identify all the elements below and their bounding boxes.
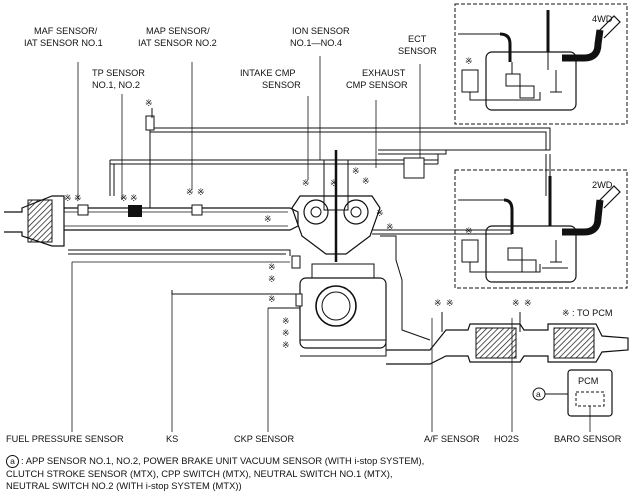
exhaust-cmp-star-1: ※ bbox=[352, 166, 360, 176]
pcm-label: PCM bbox=[578, 376, 598, 386]
legend-star: ※ bbox=[562, 308, 570, 318]
engine-block bbox=[291, 150, 431, 357]
engine-sensor-stars: ※ ※ ※ ※ ※ ※ ※ ※ ※ ※ ※ ※ ※ bbox=[264, 166, 394, 350]
pcm-star-4wd: ※ bbox=[465, 56, 473, 66]
footnote: a: APP SENSOR NO.1, NO.2, POWER BRAKE UN… bbox=[6, 455, 628, 491]
label-ect-1: ECT bbox=[408, 34, 427, 44]
star-vacuum: ※ bbox=[145, 98, 153, 108]
footnote-line-3: NEUTRAL SWITCH NO.2 (WITH i-stop SYSTEM … bbox=[6, 479, 242, 491]
ho2s-star-2: ※ bbox=[524, 298, 532, 308]
label-ckp: CKP SENSOR bbox=[234, 434, 294, 444]
ckp-star-1: ※ bbox=[268, 294, 276, 304]
footnote-line-2: CLUTCH STROKE SENSOR (MTX), CPP SWITCH (… bbox=[6, 468, 393, 479]
fuel-star-1: ※ bbox=[264, 214, 272, 224]
af-star-2: ※ bbox=[446, 298, 454, 308]
ect-star-2: ※ bbox=[386, 222, 394, 232]
tp-star-1: ※ bbox=[120, 193, 128, 203]
footnote-line-1: : APP SENSOR NO.1, NO.2, POWER BRAKE UNI… bbox=[21, 455, 425, 466]
map-star-2: ※ bbox=[197, 187, 205, 197]
fuel-tank-2wd-inset: 2WD ※ bbox=[454, 169, 628, 289]
fuel-lines bbox=[68, 229, 512, 309]
ks-star: ※ bbox=[268, 274, 276, 284]
ion-star: ※ bbox=[330, 178, 338, 188]
label-4wd: 4WD bbox=[592, 14, 613, 24]
label-ion-2: NO.1—NO.4 bbox=[290, 38, 342, 48]
map-star-1: ※ bbox=[186, 187, 194, 197]
ect-star: ※ bbox=[376, 208, 384, 218]
pcm-star-2wd: ※ bbox=[465, 226, 473, 236]
label-ect-2: SENSOR bbox=[398, 46, 437, 56]
label-ks: KS bbox=[166, 434, 178, 444]
intake-cmp-star: ※ bbox=[302, 178, 310, 188]
label-map-2: IAT SENSOR NO.2 bbox=[138, 38, 217, 48]
label-maf-2: IAT SENSOR NO.1 bbox=[24, 38, 103, 48]
label-baro: BARO SENSOR bbox=[554, 434, 622, 444]
exhaust-system: ※ ※ ※ ※ bbox=[386, 298, 629, 365]
callout-a: a bbox=[536, 389, 541, 399]
label-tp-1: TP SENSOR bbox=[92, 68, 145, 78]
label-ion-1: ION SENSOR bbox=[292, 26, 350, 36]
label-map-1: MAP SENSOR/ bbox=[146, 26, 210, 36]
pcm-module: PCM a bbox=[532, 369, 613, 432]
af-star-1: ※ bbox=[434, 298, 442, 308]
legend-to-pcm-text: : TO PCM bbox=[572, 308, 613, 318]
label-intake-cmp-2: SENSOR bbox=[262, 80, 301, 90]
ckp-star-4: ※ bbox=[282, 340, 290, 350]
ckp-star-3: ※ bbox=[282, 328, 290, 338]
ckp-star-2: ※ bbox=[282, 316, 290, 326]
maf-star-1: ※ bbox=[64, 193, 72, 203]
sensor-labels: MAF SENSOR/ IAT SENSOR NO.1 MAP SENSOR/ … bbox=[6, 26, 622, 444]
legend-to-pcm: ※ : TO PCM bbox=[562, 308, 613, 318]
evap-and-vacuum-lines bbox=[109, 115, 551, 196]
fuel-star-2: ※ bbox=[268, 262, 276, 272]
fuel-tank-4wd-inset: 4WD ※ bbox=[454, 3, 628, 125]
label-exhaust-cmp-1: EXHAUST bbox=[362, 68, 406, 78]
label-maf-1: MAF SENSOR/ bbox=[34, 26, 98, 36]
diagram-canvas: 4WD ※ 2WD ※ bbox=[4, 3, 629, 444]
leader-lines bbox=[71, 56, 513, 432]
label-af: A/F SENSOR bbox=[424, 434, 480, 444]
footnote-marker: a bbox=[6, 455, 19, 468]
label-fuel-pressure: FUEL PRESSURE SENSOR bbox=[6, 434, 124, 444]
ho2s-star-1: ※ bbox=[512, 298, 520, 308]
label-ho2s: HO2S bbox=[494, 434, 519, 444]
label-exhaust-cmp-2: CMP SENSOR bbox=[346, 80, 408, 90]
exhaust-cmp-star-2: ※ bbox=[362, 176, 370, 186]
label-tp-2: NO.1, NO.2 bbox=[92, 80, 140, 90]
label-2wd: 2WD bbox=[592, 180, 613, 190]
label-intake-cmp-1: INTAKE CMP bbox=[240, 68, 295, 78]
tp-star-2: ※ bbox=[130, 193, 138, 203]
